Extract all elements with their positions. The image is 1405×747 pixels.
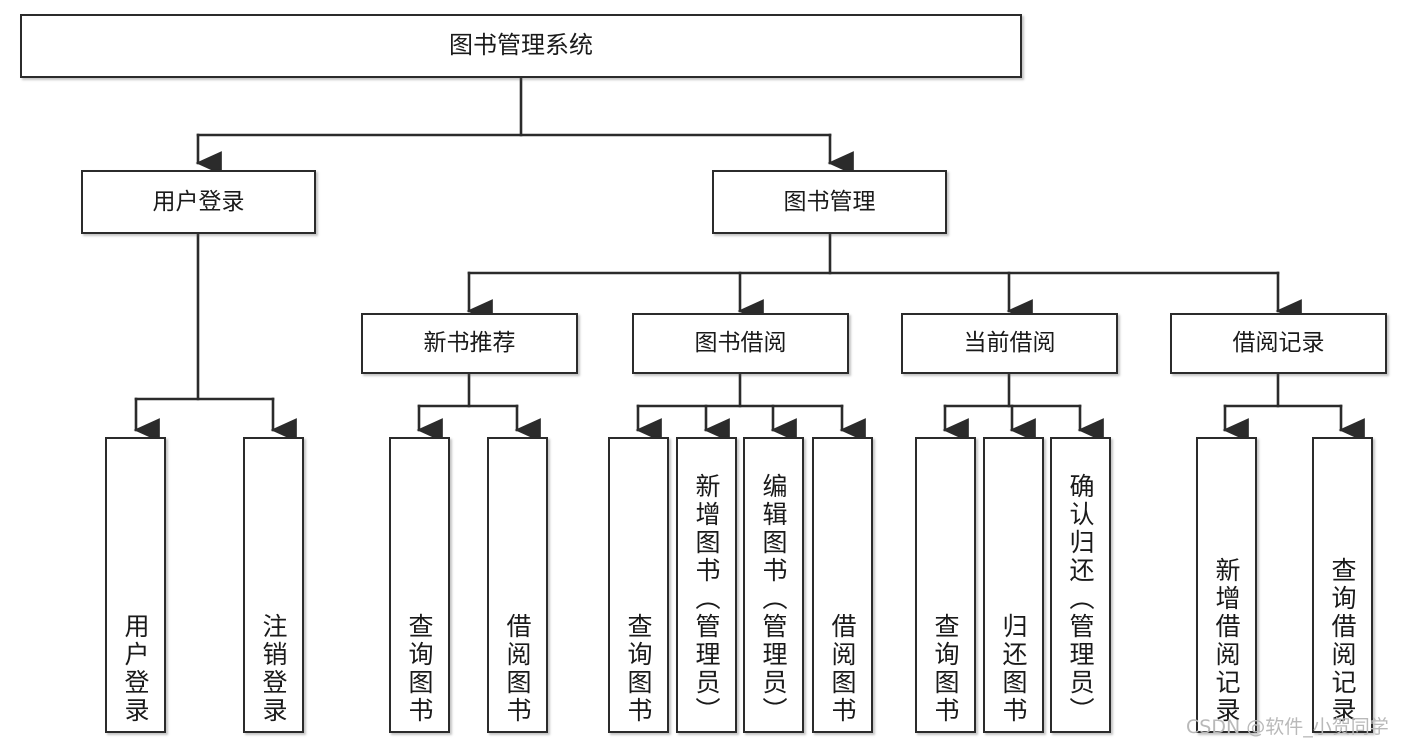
node-book-management[interactable]: 图书管理: [712, 170, 947, 234]
node-label: 当前借阅: [963, 330, 1056, 357]
leaf-record-query-record[interactable]: 查询借阅记录: [1312, 437, 1373, 733]
node-borrow-record[interactable]: 借阅记录: [1170, 313, 1387, 374]
node-new-book-recommend[interactable]: 新书推荐: [361, 313, 578, 374]
node-label: 确认归还（管理员）: [1066, 473, 1095, 725]
watermark: CSDN @软件_小贺同学: [1186, 716, 1389, 738]
leaf-borrow-edit-book[interactable]: 编辑图书（管理员）: [743, 437, 804, 733]
leaf-borrow-query-book[interactable]: 查询图书: [608, 437, 669, 733]
node-label: 注销登录: [259, 613, 288, 725]
node-label: 用户登录: [152, 188, 245, 215]
node-label: 借阅图书: [503, 613, 532, 725]
node-label: 查询借阅记录: [1328, 557, 1357, 725]
node-label: 归还图书: [999, 613, 1028, 725]
leaf-user-login-signout[interactable]: 注销登录: [243, 437, 304, 733]
node-label: 图书管理系统: [449, 31, 593, 60]
node-label: 新书推荐: [423, 330, 516, 357]
node-label: 图书借阅: [694, 330, 787, 357]
leaf-current-query-book[interactable]: 查询图书: [915, 437, 976, 733]
leaf-recommend-borrow-book[interactable]: 借阅图书: [487, 437, 548, 733]
leaf-user-login-signin[interactable]: 用户登录: [105, 437, 166, 733]
node-label: 新增借阅记录: [1212, 557, 1241, 725]
leaf-current-return-book[interactable]: 归还图书: [983, 437, 1044, 733]
node-label: 查询图书: [931, 613, 960, 725]
leaf-borrow-add-book[interactable]: 新增图书（管理员）: [676, 437, 737, 733]
leaf-recommend-query-book[interactable]: 查询图书: [389, 437, 450, 733]
leaf-record-add-record[interactable]: 新增借阅记录: [1196, 437, 1257, 733]
leaf-borrow-borrow-book[interactable]: 借阅图书: [812, 437, 873, 733]
node-book-borrow[interactable]: 图书借阅: [632, 313, 849, 374]
node-label: 借阅记录: [1232, 330, 1325, 357]
leaf-current-confirm-return[interactable]: 确认归还（管理员）: [1050, 437, 1111, 733]
node-label: 图书管理: [783, 188, 876, 215]
node-label: 编辑图书（管理员）: [759, 473, 788, 725]
node-label: 新增图书（管理员）: [692, 473, 721, 725]
node-label: 借阅图书: [828, 613, 857, 725]
node-label: 查询图书: [624, 613, 653, 725]
node-label: 查询图书: [405, 613, 434, 725]
node-root-system[interactable]: 图书管理系统: [20, 14, 1022, 78]
node-label: 用户登录: [121, 613, 150, 725]
node-current-borrow[interactable]: 当前借阅: [901, 313, 1118, 374]
node-user-login[interactable]: 用户登录: [81, 170, 316, 234]
